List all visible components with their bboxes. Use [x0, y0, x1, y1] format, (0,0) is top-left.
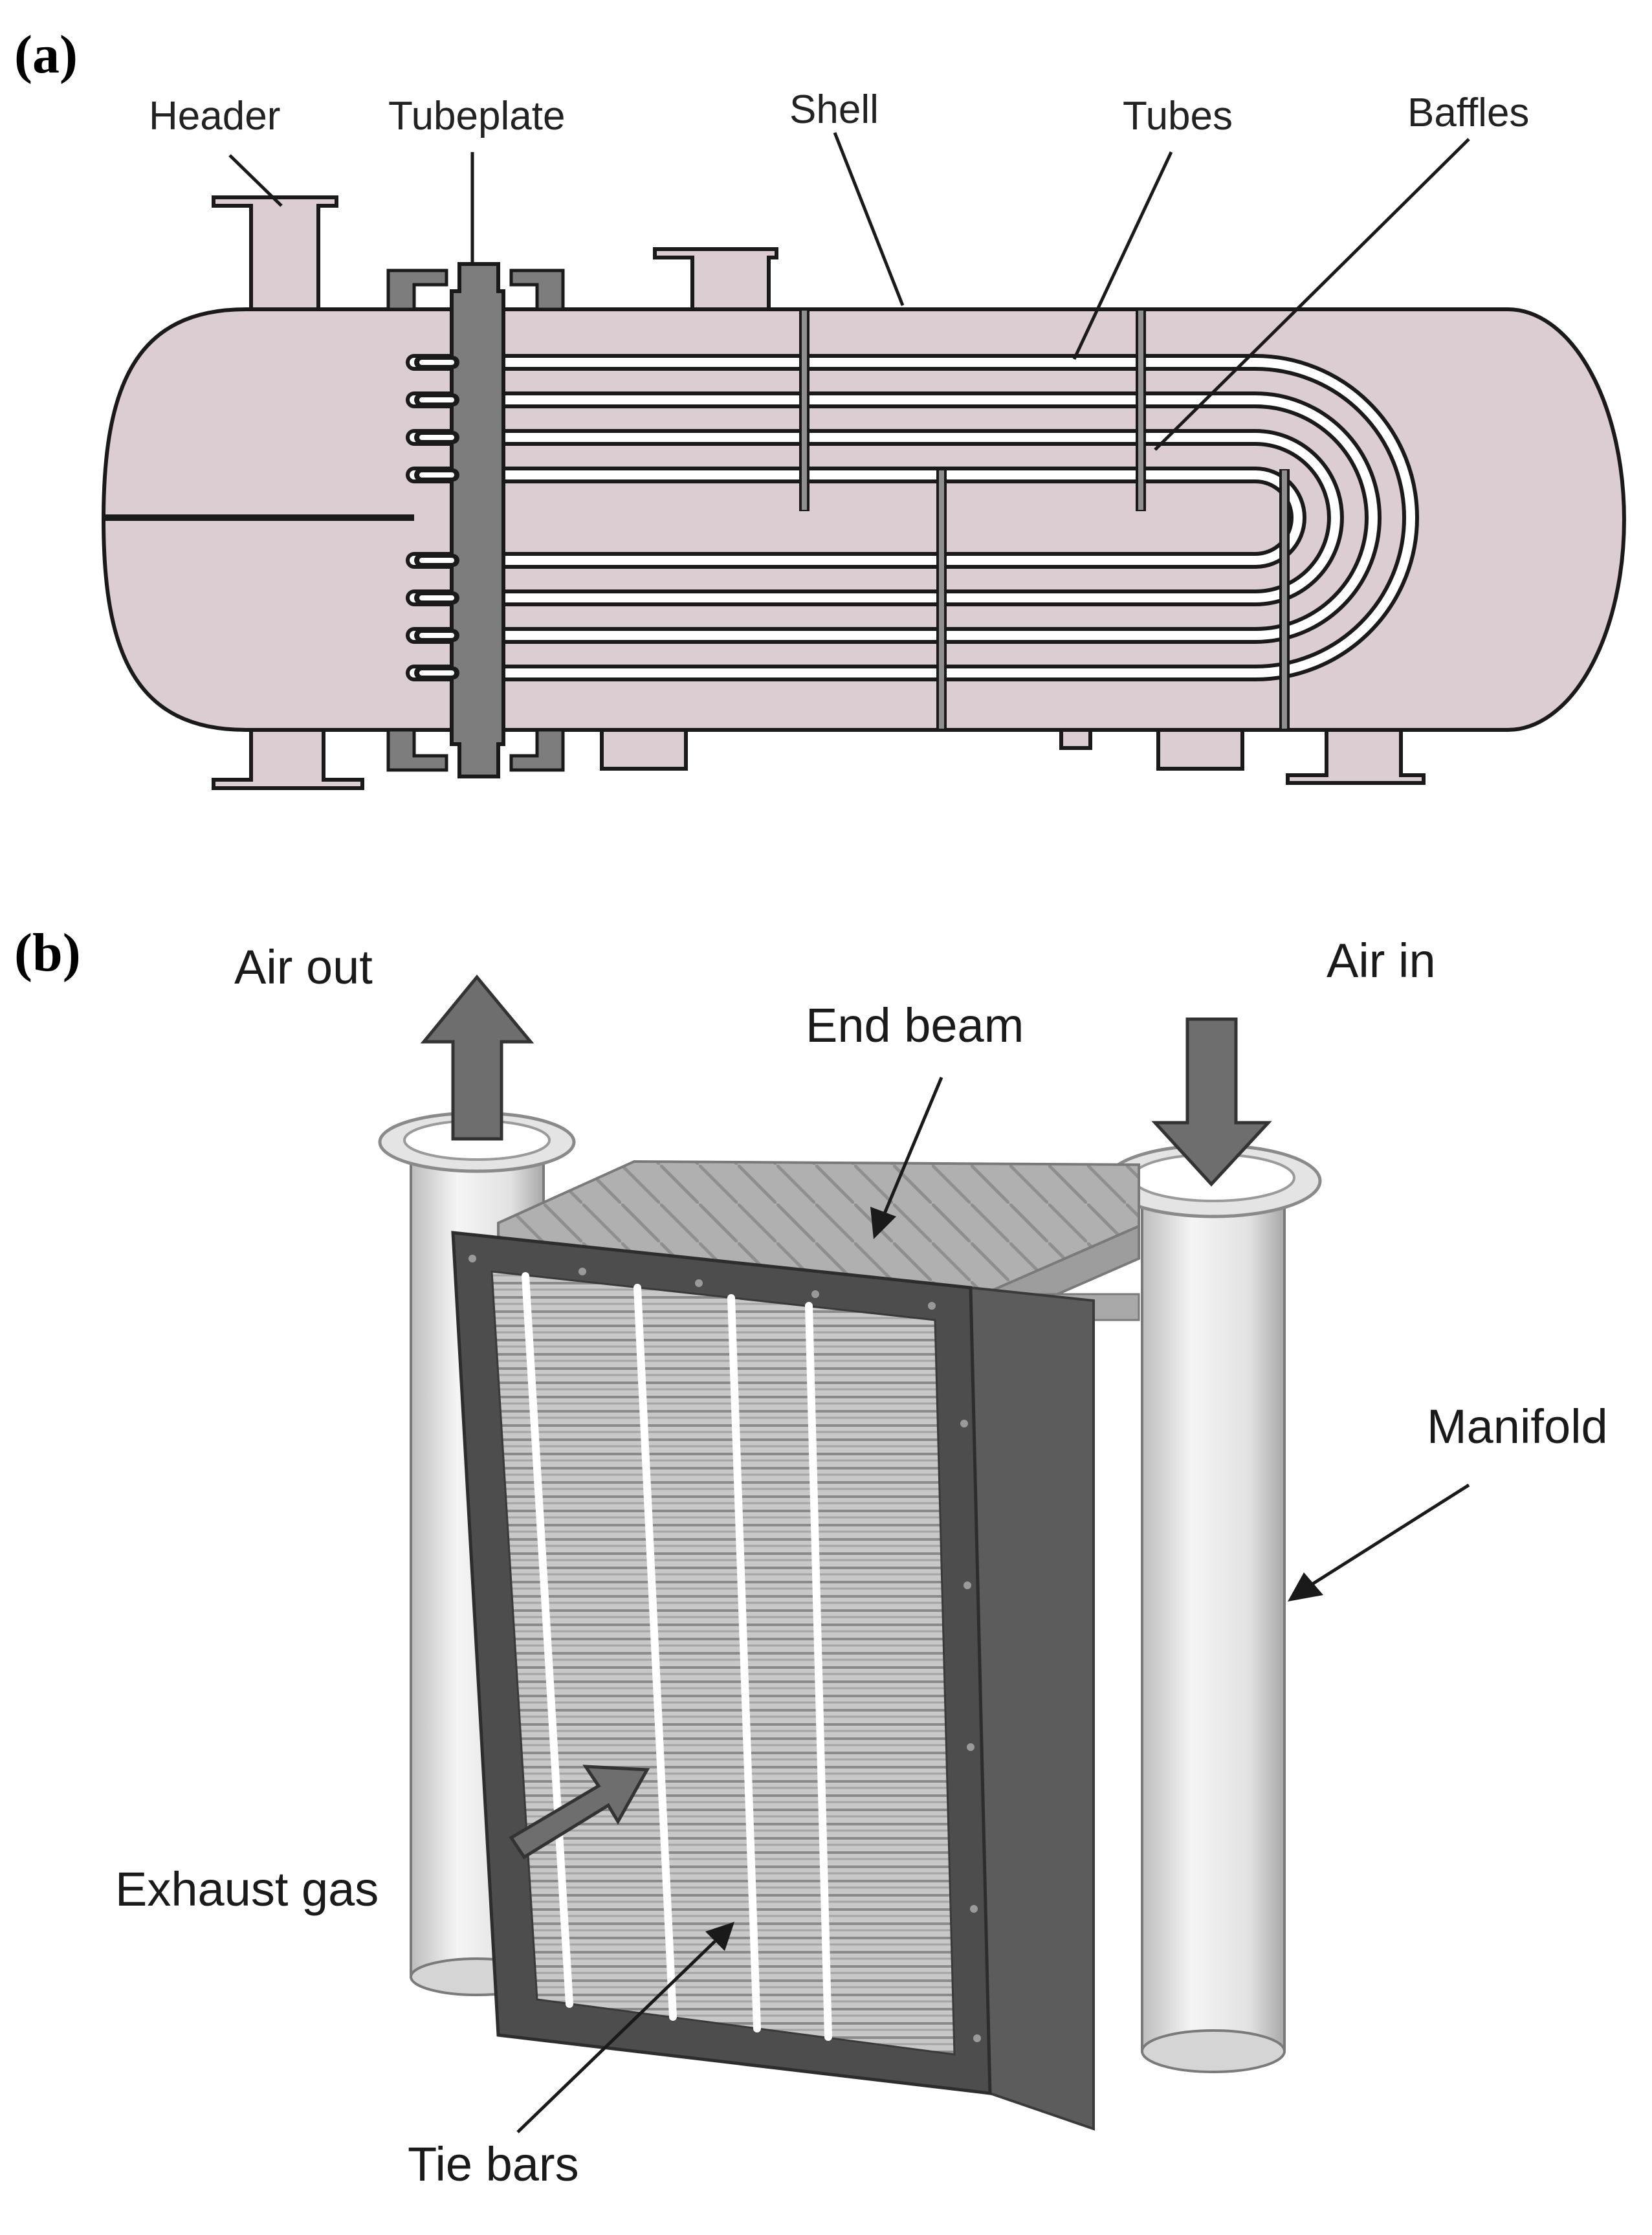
baffle-highlights [802, 311, 1287, 729]
flange-top-left [386, 269, 448, 311]
label-tubes: Tubes [1123, 94, 1233, 138]
panel-b-arrowheads [705, 1207, 1323, 1951]
panel-a-tag: (a) [14, 25, 78, 85]
panel-b-leaders [516, 1077, 1470, 2133]
label-header: Header [149, 94, 280, 138]
support-right [1156, 728, 1244, 771]
frame-bolts [468, 1255, 981, 2042]
label-tubeplate: Tubeplate [388, 94, 565, 138]
flange-bottom-left [386, 728, 448, 772]
panel-b: (b) [14, 923, 1608, 2191]
header-nozzle-bottom [212, 728, 364, 790]
header-nozzle-top [212, 195, 338, 311]
support-left [600, 728, 688, 771]
air-in-arrow-icon [1151, 1017, 1272, 1187]
drain-nozzle [1059, 728, 1092, 750]
label-manifold: Manifold [1427, 1400, 1608, 1453]
label-air-in: Air in [1327, 934, 1436, 987]
shell-nozzle-bottom [1286, 728, 1426, 785]
panel-a-leaders [228, 132, 1470, 451]
label-baffles: Baffles [1407, 91, 1529, 135]
label-shell: Shell [789, 87, 879, 132]
flange-top-right [509, 269, 565, 311]
tubeplate [450, 262, 505, 778]
manifold-right [1105, 1143, 1322, 2073]
panel-b-tag: (b) [14, 923, 81, 983]
exhaust-gas-arrow-icon [509, 1765, 650, 1860]
flange-bottom-right [509, 728, 565, 772]
tie-bars [522, 1272, 832, 2041]
air-out-arrow-icon [420, 974, 534, 1141]
tube-ends [414, 356, 459, 679]
label-end-beam: End beam [806, 998, 1024, 1052]
label-exhaust-gas: Exhaust gas [115, 1862, 379, 1916]
core-fin-matrix [490, 1270, 956, 2056]
shell-nozzle-top [653, 247, 778, 311]
label-air-out: Air out [234, 940, 373, 994]
label-tie-bars: Tie bars [408, 2137, 579, 2191]
panel-a: (a) [14, 25, 1626, 790]
